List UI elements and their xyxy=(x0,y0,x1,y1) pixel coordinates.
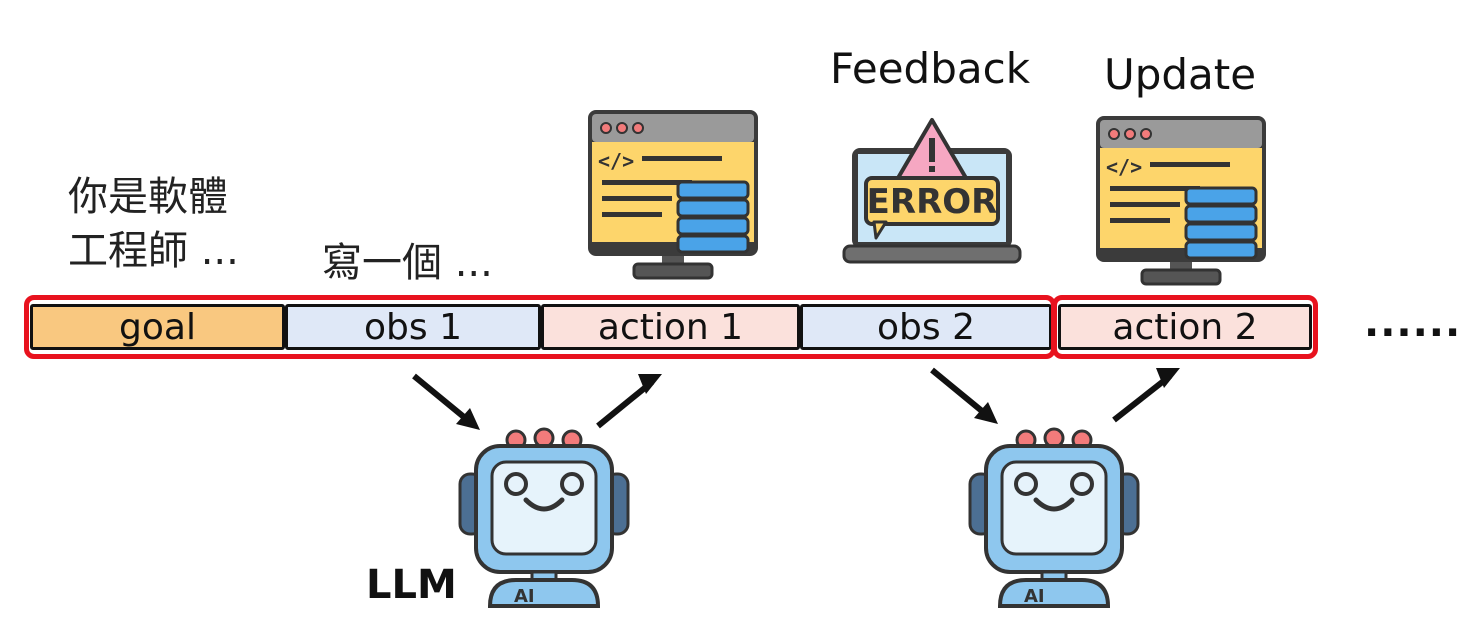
llm-robot-icon: AI xyxy=(458,427,630,608)
segment-action-2: action 2 xyxy=(1058,304,1312,350)
llm-label: LLM xyxy=(366,562,457,608)
context-frame-2 xyxy=(1052,295,1318,359)
code-monitor-icon: </> xyxy=(588,110,758,280)
goal-text-line2: 工程師 ... xyxy=(68,228,239,274)
update-label: Update xyxy=(1104,50,1257,99)
llm-robot-icon-2: AI xyxy=(968,427,1140,608)
continuation-ellipsis: ...... xyxy=(1364,300,1462,346)
robot-badge-text-2: AI xyxy=(1024,586,1045,607)
feedback-label: Feedback xyxy=(830,44,1031,93)
code-monitor-update-icon: </> xyxy=(1096,116,1266,286)
segment-obs-1: obs 1 xyxy=(285,304,541,350)
robot-badge-text: AI xyxy=(514,586,535,607)
code-tag-text: </> xyxy=(598,149,634,173)
obs1-text: 寫一個 ... xyxy=(322,240,493,286)
segment-obs-2: obs 2 xyxy=(800,304,1052,350)
goal-text-line1: 你是軟體 xyxy=(68,174,228,220)
segment-action-1: action 1 xyxy=(541,304,800,350)
error-text: ERROR xyxy=(867,182,998,222)
segment-goal: goal xyxy=(30,304,285,350)
code-tag-text-2: </> xyxy=(1106,155,1142,179)
error-laptop-icon: ERROR xyxy=(842,118,1022,264)
